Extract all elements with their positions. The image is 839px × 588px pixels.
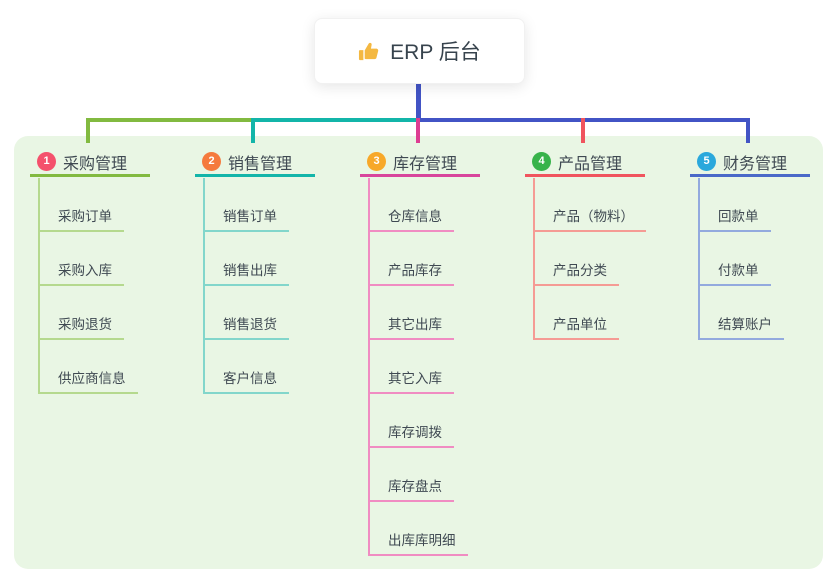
child-node-label: 销售退货	[223, 317, 277, 332]
branch-node-5[interactable]: 5 财务管理	[690, 149, 810, 177]
branch-node-2[interactable]: 2 销售管理	[195, 149, 315, 177]
child-node-label: 销售出库	[223, 263, 277, 278]
child-node[interactable]: 其它入库	[368, 367, 454, 394]
child-node[interactable]: 付款单	[698, 259, 771, 286]
branch-node-4[interactable]: 4 产品管理	[525, 149, 645, 177]
child-node[interactable]: 库存调拨	[368, 421, 454, 448]
branch-number-badge: 1	[37, 152, 56, 171]
branch-title: 库存管理	[393, 155, 458, 173]
root-node[interactable]: ERP 后台	[314, 18, 525, 84]
branch-drop-line	[581, 118, 585, 143]
child-node-label: 仓库信息	[388, 209, 442, 224]
child-node-label: 产品单位	[553, 317, 607, 332]
child-node[interactable]: 销售订单	[203, 205, 289, 232]
child-node-label: 其它出库	[388, 317, 442, 332]
child-node-label: 产品（物料）	[553, 209, 634, 224]
child-node[interactable]: 产品（物料）	[533, 205, 646, 232]
branch-number-badge: 3	[367, 152, 386, 171]
child-node-label: 客户信息	[223, 371, 277, 386]
branch-drop-line	[416, 118, 420, 143]
child-node-label: 供应商信息	[58, 371, 126, 386]
branch-spine-line	[38, 178, 40, 394]
branch-title: 销售管理	[228, 155, 293, 173]
child-node[interactable]: 销售出库	[203, 259, 289, 286]
child-node-label: 产品库存	[388, 263, 442, 278]
branch-drop-line	[251, 118, 255, 143]
branch-title: 产品管理	[558, 155, 623, 173]
child-node-label: 库存调拨	[388, 425, 442, 440]
child-node-label: 出库库明细	[388, 533, 456, 548]
branch-drop-line	[746, 118, 750, 143]
child-node-label: 产品分类	[553, 263, 607, 278]
child-node[interactable]: 回款单	[698, 205, 771, 232]
branch-node-1[interactable]: 1 采购管理	[30, 149, 150, 177]
child-node[interactable]: 供应商信息	[38, 367, 138, 394]
child-node-label: 采购入库	[58, 263, 112, 278]
branch-spine-line	[533, 178, 535, 340]
branch-number-badge: 2	[202, 152, 221, 171]
child-node[interactable]: 采购退货	[38, 313, 124, 340]
branch-number-badge: 4	[532, 152, 551, 171]
thumbs-up-icon	[359, 42, 379, 60]
child-node-label: 采购订单	[58, 209, 112, 224]
child-node-label: 结算账户	[718, 317, 772, 332]
child-node[interactable]: 产品分类	[533, 259, 619, 286]
child-node-label: 其它入库	[388, 371, 442, 386]
branch-drop-line	[86, 118, 90, 143]
child-node[interactable]: 仓库信息	[368, 205, 454, 232]
child-node[interactable]: 产品单位	[533, 313, 619, 340]
child-node[interactable]: 采购入库	[38, 259, 124, 286]
child-node[interactable]: 结算账户	[698, 313, 784, 340]
child-node[interactable]: 采购订单	[38, 205, 124, 232]
hline-segment-teal	[253, 118, 418, 122]
child-node[interactable]: 销售退货	[203, 313, 289, 340]
branch-spine-line	[698, 178, 700, 340]
root-trunk-line	[416, 82, 421, 120]
branch-title: 财务管理	[723, 155, 788, 173]
child-node-label: 库存盘点	[388, 479, 442, 494]
child-node-label: 付款单	[718, 263, 759, 278]
child-node[interactable]: 其它出库	[368, 313, 454, 340]
child-node[interactable]: 产品库存	[368, 259, 454, 286]
branch-spine-line	[368, 178, 370, 556]
child-node[interactable]: 库存盘点	[368, 475, 454, 502]
hline-segment-green	[86, 118, 255, 122]
child-node-label: 销售订单	[223, 209, 277, 224]
branch-number-badge: 5	[697, 152, 716, 171]
root-title: ERP 后台	[390, 41, 481, 64]
branch-title: 采购管理	[63, 155, 128, 173]
branch-spine-line	[203, 178, 205, 394]
branch-node-3[interactable]: 3 库存管理	[360, 149, 480, 177]
background-panel	[14, 136, 823, 569]
child-node-label: 回款单	[718, 209, 759, 224]
child-node[interactable]: 出库库明细	[368, 529, 468, 556]
child-node-label: 采购退货	[58, 317, 112, 332]
child-node[interactable]: 客户信息	[203, 367, 289, 394]
